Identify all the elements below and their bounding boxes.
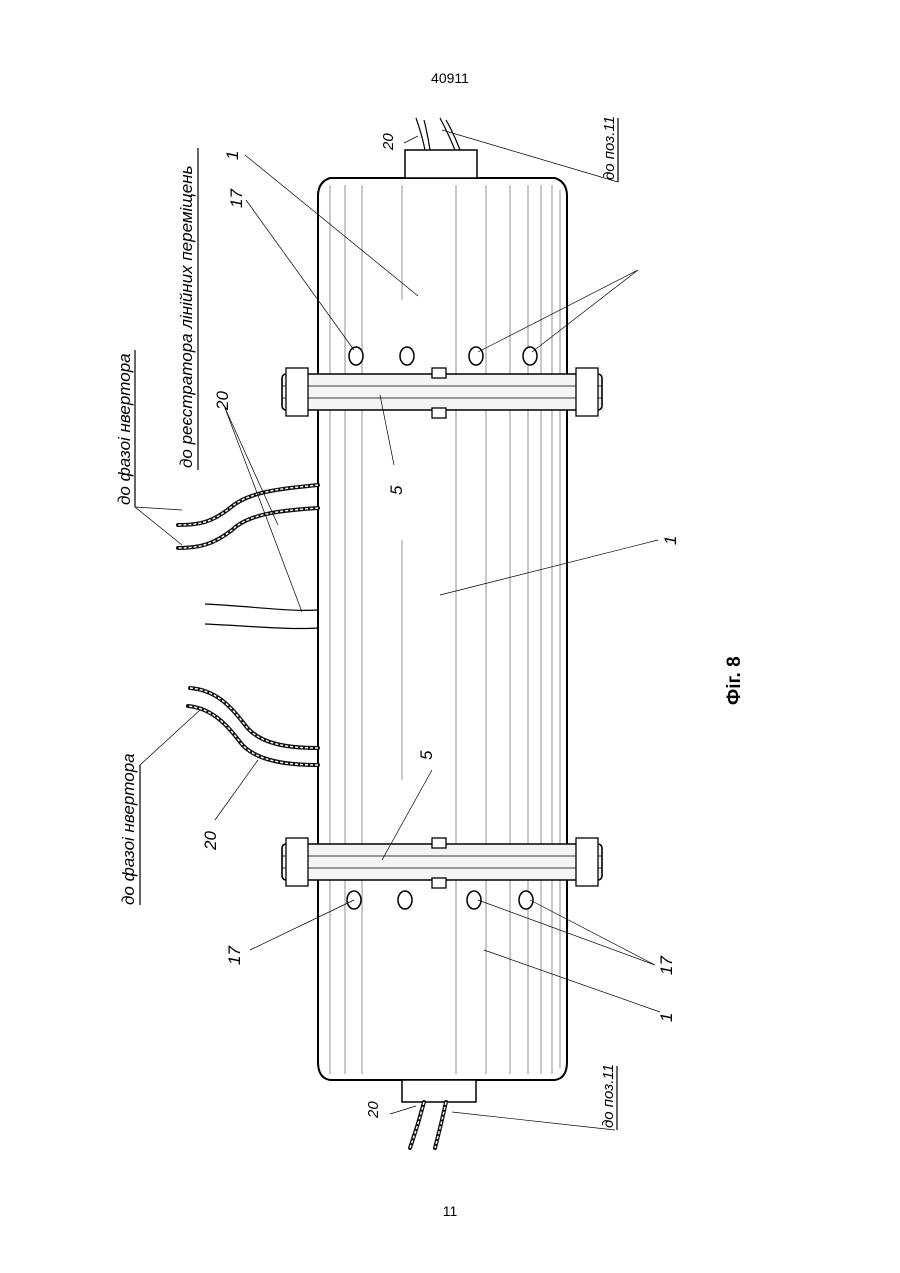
label-pos1-lower: 1 xyxy=(657,1013,676,1022)
figure-caption: Фіг. 8 xyxy=(724,656,745,705)
label-pos20-upper: 20 xyxy=(213,391,232,411)
label-to-phase-inverter-lower: до фазоі нвертора xyxy=(119,753,138,905)
label-pos1-middle: 1 xyxy=(661,536,680,545)
label-pos5-lower: 5 xyxy=(417,750,436,760)
label-pos20-top: 20 xyxy=(380,133,397,151)
bottom-end-cap xyxy=(402,1080,476,1102)
side-cables-lower xyxy=(188,688,318,765)
label-to-pos11-bottom: до поз.11 xyxy=(600,1064,617,1128)
clamp-band-lower xyxy=(282,838,602,888)
bottom-cables xyxy=(410,1102,446,1148)
clamp-band-upper xyxy=(282,368,602,418)
top-cables xyxy=(416,118,460,150)
label-pos20-bottom: 20 xyxy=(365,1101,382,1119)
label-pos17-top: 17 xyxy=(227,189,246,208)
label-to-phase-inverter-upper: до фазоі нвертора xyxy=(115,353,134,505)
cylinder-body xyxy=(318,178,567,1080)
label-pos17-lower-right: 17 xyxy=(657,956,676,975)
side-cables-middle xyxy=(205,604,318,629)
label-pos17-lower-left: 17 xyxy=(225,946,244,965)
label-pos1-top: 1 xyxy=(223,151,242,160)
label-to-pos11-top: до поз.11 xyxy=(601,116,618,180)
page-number-bottom: 11 xyxy=(0,1203,900,1219)
side-cables-upper xyxy=(178,485,318,548)
top-end-cap xyxy=(405,150,477,178)
label-pos20-lower: 20 xyxy=(201,831,220,851)
label-pos5-upper: 5 xyxy=(387,485,406,495)
label-to-registrar: до реєстратора лінійних переміщень xyxy=(177,165,196,468)
